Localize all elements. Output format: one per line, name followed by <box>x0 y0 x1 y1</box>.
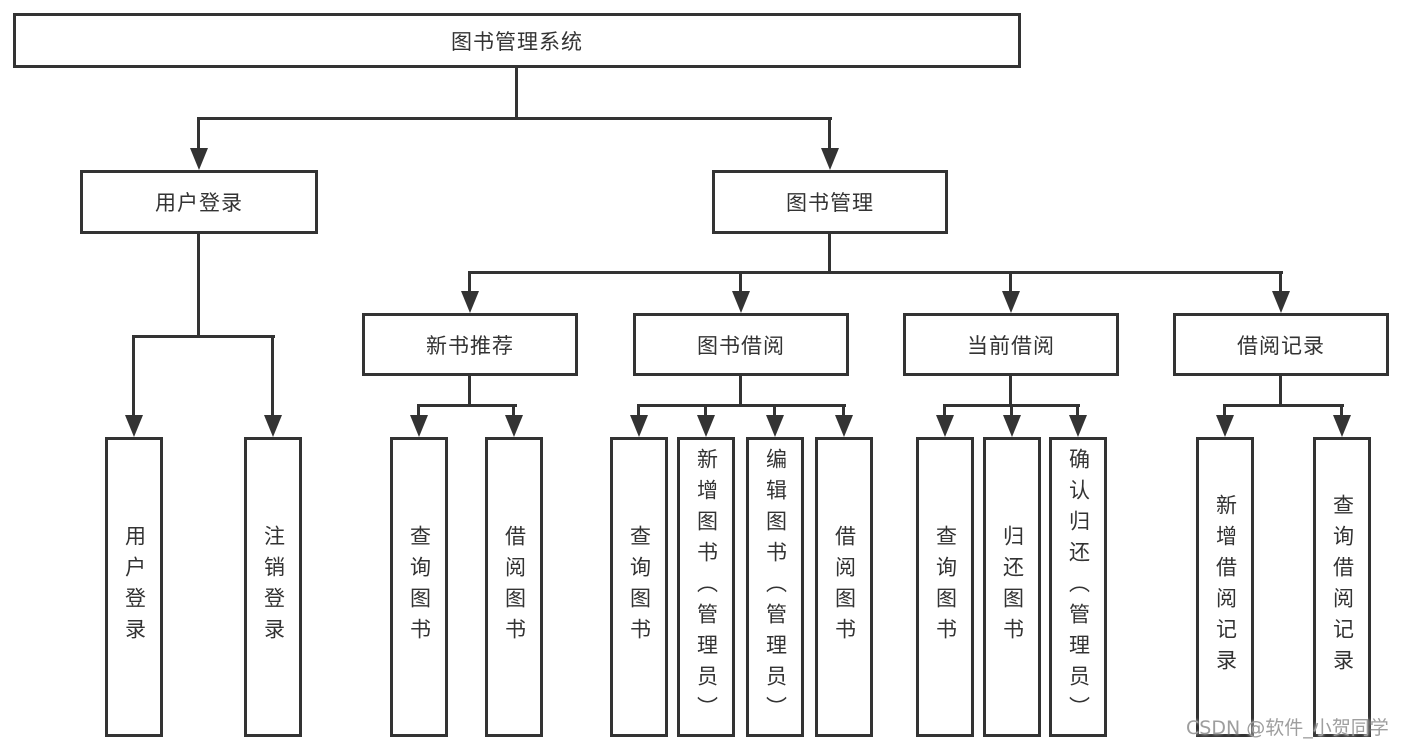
connector-line <box>943 404 946 417</box>
leaf-label: 查询图书 <box>407 525 432 649</box>
connector-line <box>417 404 420 417</box>
node-label: 图书管理系统 <box>451 29 583 54</box>
leaf-return-books: 归还图书 <box>983 437 1041 737</box>
arrow-head-icon <box>732 291 750 313</box>
connector-line <box>1279 271 1282 293</box>
connector-line <box>1009 271 1012 293</box>
leaf-edit-books-admin: 编辑图书（管理员） <box>746 437 804 737</box>
arrow-head-icon <box>264 415 282 437</box>
arrow-head-icon <box>835 415 853 437</box>
connector-line <box>197 117 200 151</box>
arrow-head-icon <box>1069 415 1087 437</box>
arrow-head-icon <box>410 415 428 437</box>
arrow-head-icon <box>1003 415 1021 437</box>
arrow-head-icon <box>125 415 143 437</box>
leaf-label: 用户登录 <box>122 525 147 649</box>
connector-line <box>704 404 707 417</box>
connector-line <box>132 335 275 338</box>
leaf-label: 借阅图书 <box>502 525 527 649</box>
connector-line <box>1223 404 1226 417</box>
node-label: 当前借阅 <box>967 333 1055 358</box>
arrow-head-icon <box>1216 415 1234 437</box>
arrow-head-icon <box>1002 291 1020 313</box>
connector-line <box>417 404 517 407</box>
connector-line <box>637 404 640 417</box>
arrow-head-icon <box>697 415 715 437</box>
connector-line <box>468 376 471 407</box>
csdn-watermark: CSDN @软件_小贺同学 <box>1186 717 1389 739</box>
leaf-user-login: 用户登录 <box>105 437 163 737</box>
leaf-label: 新增借阅记录 <box>1213 494 1238 680</box>
leaf-borrow-books: 借阅图书 <box>815 437 873 737</box>
arrow-head-icon <box>936 415 954 437</box>
leaf-query-borrow-record: 查询借阅记录 <box>1313 437 1371 737</box>
arrow-head-icon <box>505 415 523 437</box>
leaf-label: 归还图书 <box>1000 525 1025 649</box>
connector-line <box>271 335 274 417</box>
leaf-label: 编辑图书（管理员） <box>763 447 788 727</box>
arrow-head-icon <box>1272 291 1290 313</box>
leaf-query-books-borrowing: 查询图书 <box>610 437 668 737</box>
connector-line <box>739 376 742 407</box>
connector-line <box>1010 404 1013 417</box>
connector-line <box>512 404 515 417</box>
arrow-head-icon <box>766 415 784 437</box>
connector-line <box>197 117 832 120</box>
connector-line <box>828 234 831 274</box>
leaf-logout: 注销登录 <box>244 437 302 737</box>
arrow-head-icon <box>1333 415 1351 437</box>
connector-line <box>1279 376 1282 407</box>
connector-line <box>828 117 831 151</box>
connector-line <box>637 404 846 407</box>
connector-line <box>1009 376 1012 407</box>
connector-line <box>739 271 742 293</box>
connector-line <box>1076 404 1079 417</box>
node-book-borrowing: 图书借阅 <box>633 313 849 376</box>
node-current-borrowing: 当前借阅 <box>903 313 1119 376</box>
connector-line <box>468 271 471 293</box>
arrow-head-icon <box>630 415 648 437</box>
node-label: 用户登录 <box>155 191 243 215</box>
arrow-head-icon <box>190 148 208 170</box>
node-new-book-recommend: 新书推荐 <box>362 313 578 376</box>
node-book-management: 图书管理 <box>712 170 948 234</box>
node-library-management-system: 图书管理系统 <box>13 13 1021 68</box>
node-borrowing-records: 借阅记录 <box>1173 313 1389 376</box>
leaf-query-books-recommend: 查询图书 <box>390 437 448 737</box>
arrow-head-icon <box>821 148 839 170</box>
node-label: 借阅记录 <box>1237 333 1325 358</box>
leaf-label: 确认归还（管理员） <box>1066 447 1091 727</box>
connector-line <box>468 271 1283 274</box>
leaf-label: 查询图书 <box>627 525 652 649</box>
leaf-label: 新增图书（管理员） <box>694 447 719 727</box>
node-label: 新书推荐 <box>426 333 514 358</box>
leaf-label: 借阅图书 <box>832 525 857 649</box>
leaf-query-books-current: 查询图书 <box>916 437 974 737</box>
connector-line <box>515 68 518 118</box>
leaf-add-books-admin: 新增图书（管理员） <box>677 437 735 737</box>
node-label: 图书借阅 <box>697 333 785 358</box>
leaf-label: 查询借阅记录 <box>1330 494 1355 680</box>
leaf-label: 查询图书 <box>933 525 958 649</box>
connector-line <box>1223 404 1344 407</box>
connector-line <box>1340 404 1343 417</box>
connector-line <box>842 404 845 417</box>
arrow-head-icon <box>461 291 479 313</box>
leaf-add-borrow-record: 新增借阅记录 <box>1196 437 1254 737</box>
leaf-label: 注销登录 <box>261 525 286 649</box>
connector-line <box>132 335 135 417</box>
node-user-login: 用户登录 <box>80 170 318 234</box>
connector-line <box>197 234 200 338</box>
node-label: 图书管理 <box>786 191 874 215</box>
leaf-confirm-return-admin: 确认归还（管理员） <box>1049 437 1107 737</box>
leaf-borrow-books-recommend: 借阅图书 <box>485 437 543 737</box>
connector-line <box>773 404 776 417</box>
